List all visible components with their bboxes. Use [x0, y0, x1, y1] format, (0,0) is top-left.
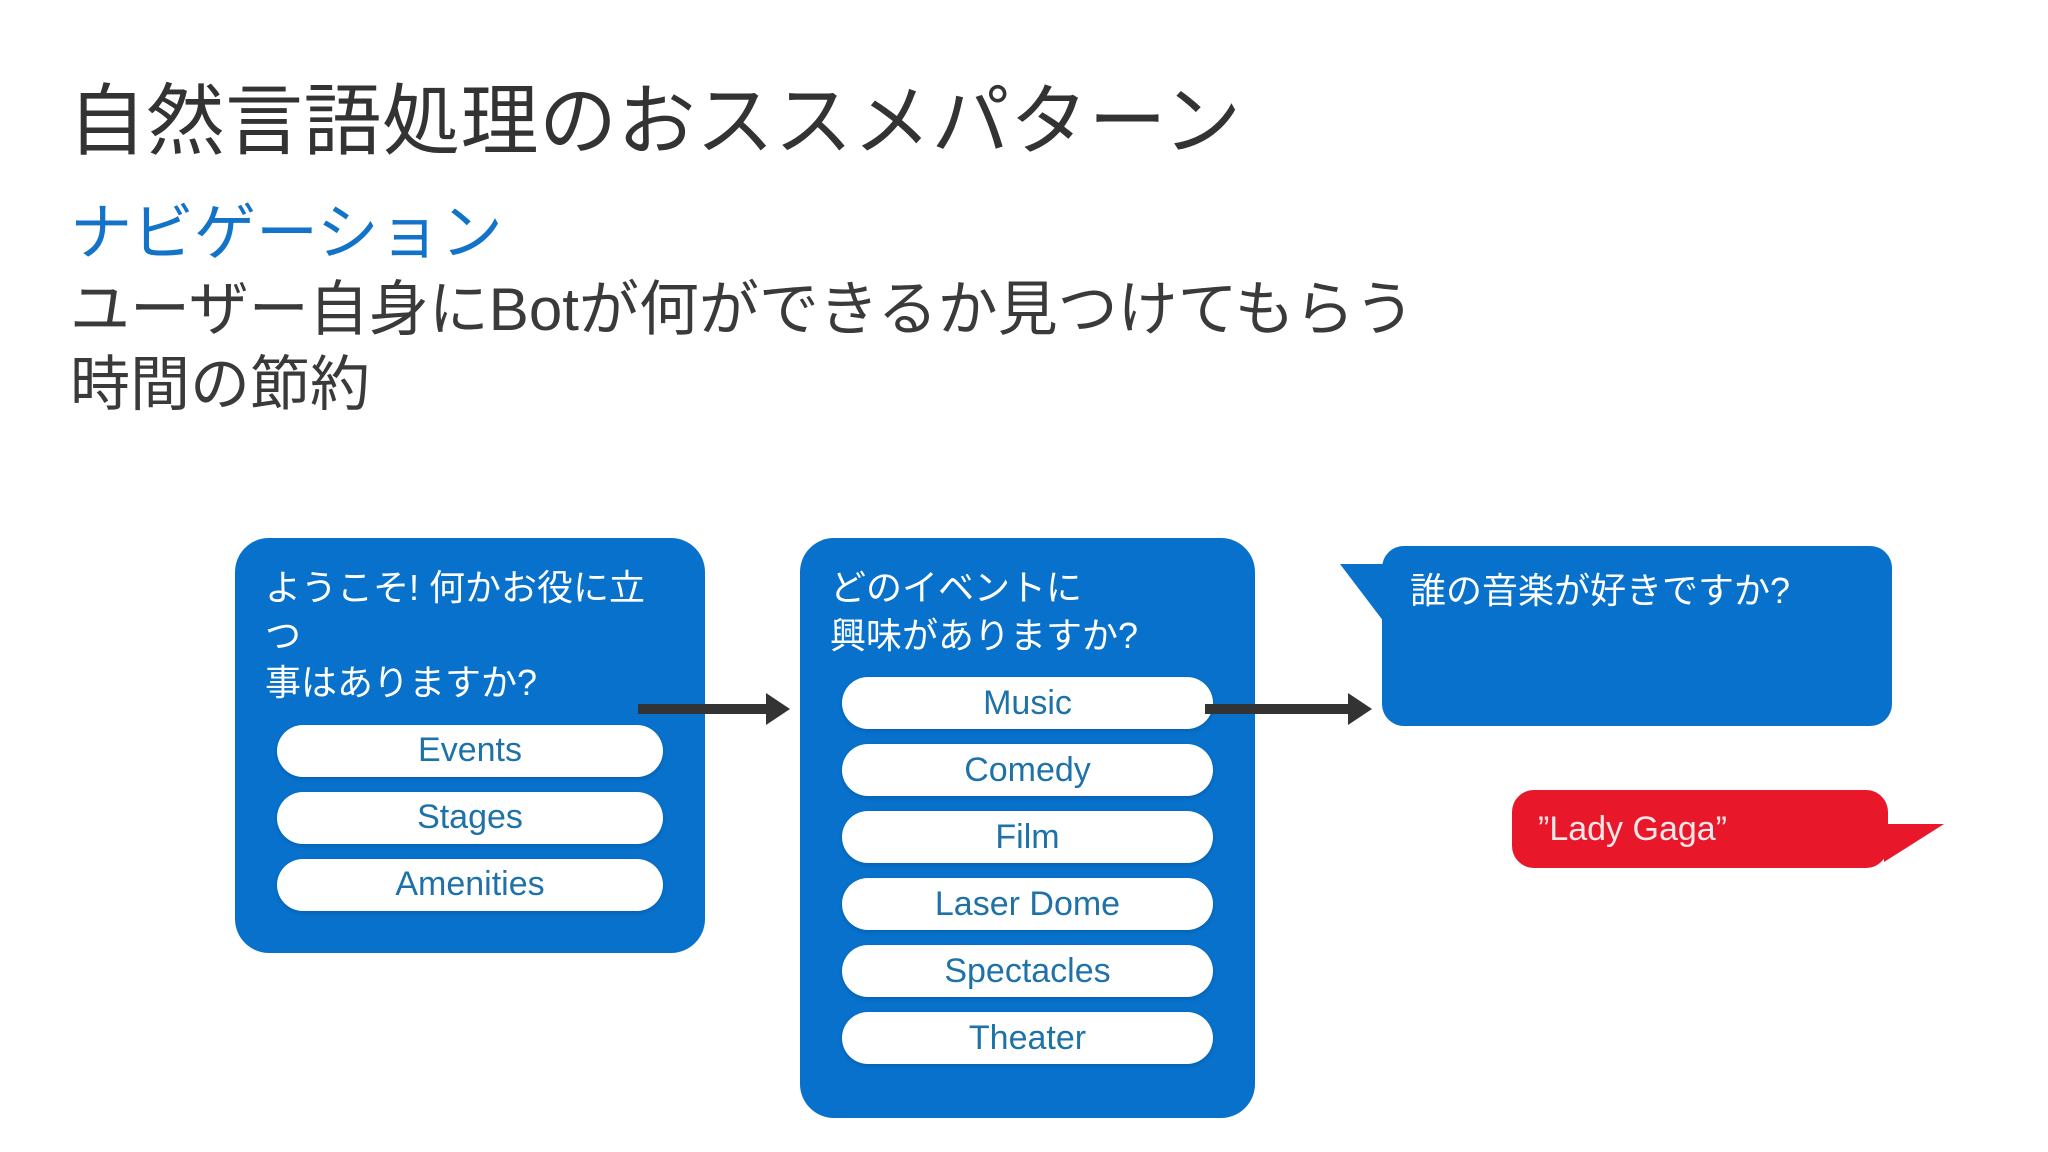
bot-speech-bubble: 誰の音楽が好きですか? — [1340, 546, 1892, 726]
user-speech-bubble: ”Lady Gaga” — [1512, 790, 1944, 868]
bot-card-welcome: ようこそ! 何かお役に立つ 事はありますか? Events Stages Ame… — [235, 538, 705, 953]
subtitle-accent: ナビゲーション — [70, 199, 503, 268]
option-pill-spectacles[interactable]: Spectacles — [842, 945, 1213, 998]
option-pill-events[interactable]: Events — [277, 724, 663, 777]
option-pill-amenities[interactable]: Amenities — [277, 858, 663, 911]
option-pill-comedy[interactable]: Comedy — [842, 744, 1213, 797]
card-prompt-events: どのイベントに 興味がありますか? — [830, 567, 1139, 656]
bot-bubble-text: 誰の音楽が好きですか? — [1410, 570, 1791, 611]
subtitle-line-1: ユーザー自身にBotが何ができるか見つけてもらう — [70, 275, 1415, 343]
option-pill-laser-dome[interactable]: Laser Dome — [842, 878, 1213, 931]
user-bubble-text: ”Lady Gaga” — [1538, 809, 1727, 848]
page-title: 自然言語処理のおススメパターン — [68, 77, 1242, 166]
option-pill-theater[interactable]: Theater — [842, 1012, 1213, 1065]
arrow-connector-music-to-bubble — [1205, 693, 1372, 725]
option-list-events: Music Comedy Film Laser Dome Spectacles … — [830, 677, 1225, 1065]
option-pill-film[interactable]: Film — [842, 811, 1213, 864]
arrow-connector-events-to-card — [638, 693, 790, 725]
subtitle-block: ナビゲーション ユーザー自身にBotが何ができるか見つけてもらう 時間の節約 — [70, 196, 1670, 423]
card-prompt-welcome: ようこそ! 何かお役に立つ 事はありますか? — [265, 567, 646, 704]
option-pill-music[interactable]: Music — [842, 677, 1213, 730]
bubble-tail-icon — [1340, 564, 1384, 622]
option-pill-stages[interactable]: Stages — [277, 791, 663, 844]
subtitle-line-2: 時間の節約 — [70, 351, 370, 419]
option-list-welcome: Events Stages Amenities — [265, 724, 675, 911]
bot-card-events: どのイベントに 興味がありますか? Music Comedy Film Lase… — [800, 538, 1255, 1118]
bubble-tail-icon — [1884, 824, 1944, 862]
